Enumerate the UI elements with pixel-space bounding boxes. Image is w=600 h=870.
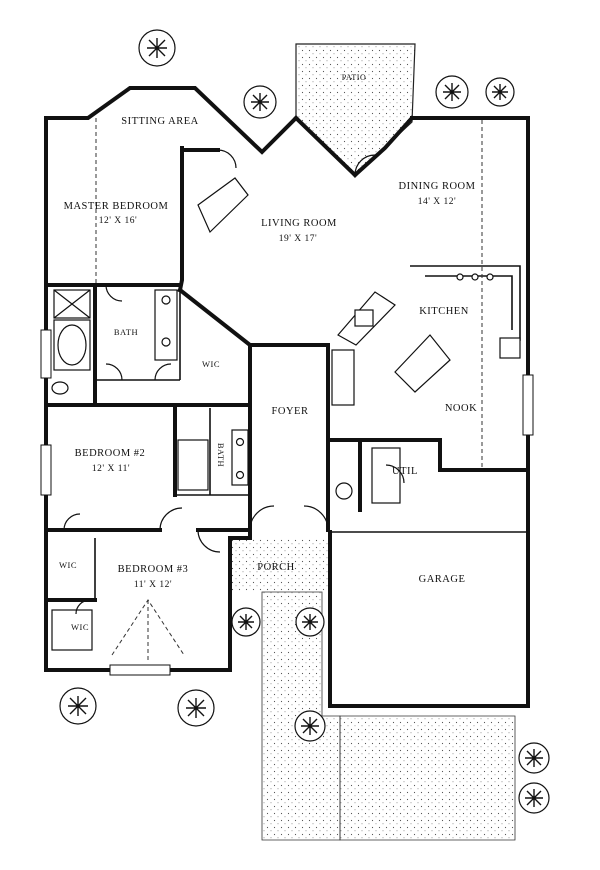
- room-labels: PATIO SITTING AREA MASTER BEDROOM 12' X …: [59, 73, 477, 632]
- tree-icon: [485, 77, 515, 107]
- bedroom3-dims: 11' X 12': [134, 580, 172, 590]
- patio-area: [295, 43, 416, 176]
- tree-icon: [243, 85, 277, 119]
- living-room-label: LIVING ROOM: [261, 218, 337, 229]
- tree-icon: [518, 782, 550, 814]
- bedroom2-dims: 12' X 11': [92, 464, 130, 474]
- tree-icon: [138, 29, 176, 67]
- patio-label: PATIO: [342, 73, 366, 82]
- util-label: UTIL: [392, 466, 418, 477]
- living-room-dims: 19' X 17': [279, 234, 318, 244]
- master-bedroom-label: MASTER BEDROOM: [64, 201, 169, 212]
- bath2-label: BATH: [216, 443, 226, 467]
- master-wic-label: WIC: [202, 359, 220, 369]
- porch-area: [230, 538, 330, 592]
- tree-icon: [231, 607, 261, 637]
- porch-label: PORCH: [257, 562, 295, 573]
- windows: [40, 329, 534, 676]
- tree-icon: [435, 75, 469, 109]
- paved-areas: [230, 43, 516, 841]
- doors: [63, 149, 405, 615]
- master-bedroom-dims: 12' X 16': [99, 216, 138, 226]
- driveway: [339, 715, 516, 841]
- master-bath-label: BATH: [114, 327, 138, 337]
- tree-icon: [518, 742, 550, 774]
- bedroom3-label: BEDROOM #3: [118, 564, 189, 575]
- fixtures: [51, 177, 521, 651]
- tree-icon: [59, 687, 97, 725]
- dining-room-label: DINING ROOM: [399, 181, 476, 192]
- tree-icon: [177, 689, 215, 727]
- bedroom2-label: BEDROOM #2: [75, 448, 146, 459]
- sitting-area-label: SITTING AREA: [121, 116, 198, 127]
- wic-upper-label: WIC: [59, 560, 77, 570]
- nook-label: NOOK: [445, 403, 477, 414]
- trees: [59, 29, 550, 814]
- tree-icon: [295, 607, 325, 637]
- wic-lower-label: WIC: [71, 622, 89, 632]
- tree-icon: [294, 710, 326, 742]
- foyer-label: FOYER: [272, 406, 309, 417]
- dining-room-dims: 14' X 12': [418, 197, 457, 207]
- dashed-lines: [95, 118, 483, 660]
- garage-label: GARAGE: [419, 574, 466, 585]
- kitchen-label: KITCHEN: [419, 306, 469, 317]
